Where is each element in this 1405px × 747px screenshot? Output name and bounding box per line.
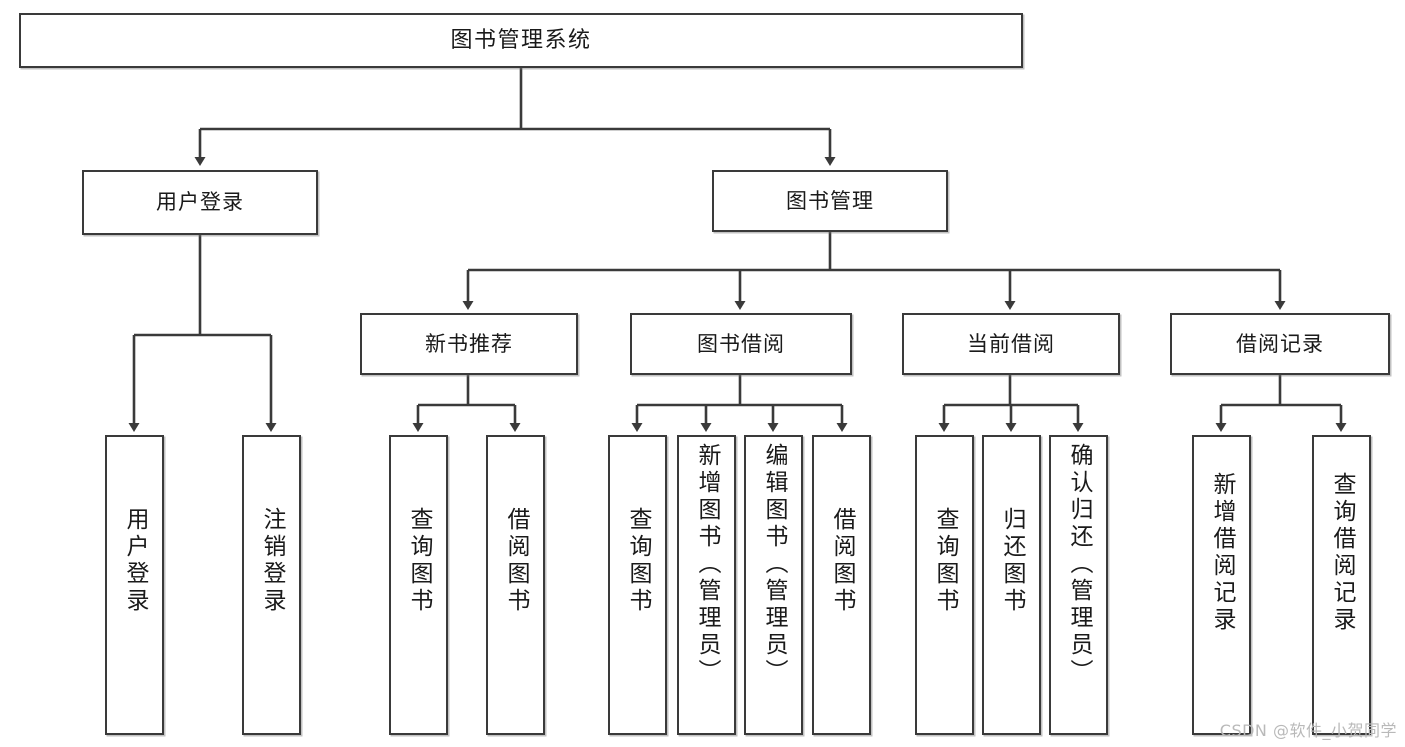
node-label: 查询图书 bbox=[625, 507, 651, 615]
node-book-management[interactable]: 图书管理 bbox=[712, 170, 948, 232]
leaf-query-book-2[interactable]: 查询图书 bbox=[608, 435, 667, 735]
node-book-borrow[interactable]: 图书借阅 bbox=[630, 313, 852, 375]
leaf-query-borrow-record[interactable]: 查询借阅记录 bbox=[1312, 435, 1371, 735]
node-label: 借阅图书 bbox=[503, 507, 529, 615]
node-label: 确认归还（管理员） bbox=[1066, 443, 1092, 686]
node-label: 用户登录 bbox=[122, 507, 148, 615]
node-label: 用户登录 bbox=[156, 190, 244, 215]
leaf-edit-book-admin[interactable]: 编辑图书（管理员） bbox=[744, 435, 803, 735]
node-label: 查询图书 bbox=[932, 507, 958, 615]
node-label: 图书管理 bbox=[786, 188, 874, 213]
leaf-user-login[interactable]: 用户登录 bbox=[105, 435, 164, 735]
node-label: 归还图书 bbox=[999, 507, 1025, 615]
leaf-query-book-3[interactable]: 查询图书 bbox=[915, 435, 974, 735]
node-user-login[interactable]: 用户登录 bbox=[82, 170, 318, 235]
node-borrow-record[interactable]: 借阅记录 bbox=[1170, 313, 1390, 375]
node-new-book-recommend[interactable]: 新书推荐 bbox=[360, 313, 578, 375]
node-label: 查询图书 bbox=[406, 507, 432, 615]
node-book-management-system[interactable]: 图书管理系统 bbox=[19, 13, 1023, 68]
node-label: 图书借阅 bbox=[697, 331, 785, 356]
node-label: 借阅记录 bbox=[1236, 331, 1324, 356]
leaf-add-book-admin[interactable]: 新增图书（管理员） bbox=[677, 435, 736, 735]
leaf-borrow-book-1[interactable]: 借阅图书 bbox=[486, 435, 545, 735]
node-label: 注销登录 bbox=[259, 507, 285, 615]
leaf-add-borrow-record[interactable]: 新增借阅记录 bbox=[1192, 435, 1251, 735]
leaf-return-book[interactable]: 归还图书 bbox=[982, 435, 1041, 735]
leaf-logout-login[interactable]: 注销登录 bbox=[242, 435, 301, 735]
csdn-watermark: CSDN @软件_小贺同学 bbox=[1219, 721, 1397, 740]
node-label: 新书推荐 bbox=[425, 331, 513, 356]
node-current-borrow[interactable]: 当前借阅 bbox=[902, 313, 1120, 375]
leaf-borrow-book-2[interactable]: 借阅图书 bbox=[812, 435, 871, 735]
node-label: 查询借阅记录 bbox=[1329, 472, 1355, 634]
node-label: 当前借阅 bbox=[967, 331, 1055, 356]
node-label: 新增借阅记录 bbox=[1209, 472, 1235, 634]
node-label: 新增图书（管理员） bbox=[694, 443, 720, 686]
node-label: 借阅图书 bbox=[829, 507, 855, 615]
node-label: 图书管理系统 bbox=[450, 27, 592, 53]
leaf-query-book-1[interactable]: 查询图书 bbox=[389, 435, 448, 735]
leaf-confirm-return-admin[interactable]: 确认归还（管理员） bbox=[1049, 435, 1108, 735]
node-label: 编辑图书（管理员） bbox=[761, 443, 787, 686]
